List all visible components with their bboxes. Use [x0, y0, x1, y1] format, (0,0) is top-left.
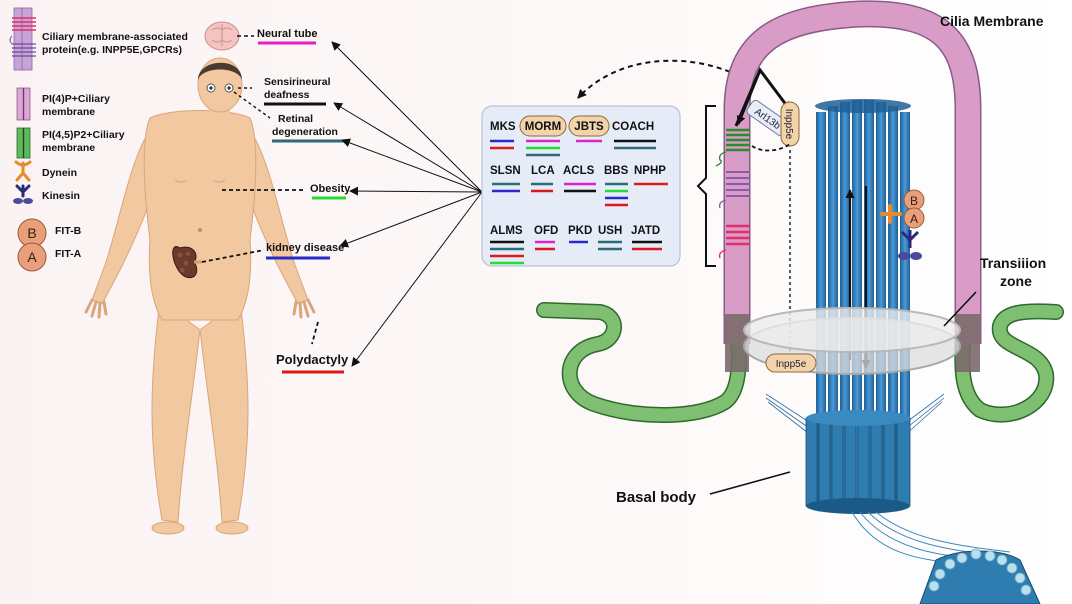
label-basal-body: Basal body: [616, 489, 697, 506]
purple-membrane-protein: [718, 171, 750, 209]
disease-nphp: NPHP: [634, 165, 666, 177]
ciliopathy-box: MKS MORM JBTS COACH SLSN LCA ACLS BBS NP…: [481, 105, 681, 267]
pi4p-membrane-icon: [16, 87, 31, 121]
fit-b-badge-label: B: [27, 225, 36, 241]
label-retinal-line1: Retinal: [278, 113, 313, 125]
label-kidney-disease: kidney disease: [266, 242, 344, 254]
label-sensorineural-line2: deafness: [264, 89, 310, 101]
disease-lca: LCA: [531, 165, 555, 177]
basal-body: [805, 410, 911, 514]
green-membrane-protein: [715, 128, 750, 167]
disease-jatd: JATD: [631, 225, 660, 237]
inpp5e-tip-protein: Inpp5e: [780, 101, 800, 147]
disease-acls: ACLS: [563, 165, 595, 177]
legend-pi4p-line1: PI(4)P+Ciliary: [42, 93, 110, 105]
daughter-centriole: [919, 548, 1041, 604]
fit-a-badge-label: A: [27, 249, 37, 265]
legend-fit-a: FIT-A: [55, 248, 82, 260]
condition-labels: Neural tube Sensirineural deafness Retin…: [201, 28, 351, 374]
disease-coach: COACH: [612, 121, 654, 133]
disease-pkd: PKD: [568, 225, 592, 237]
legend-pi4p-line2: membrane: [42, 106, 95, 118]
human-body-figure: [84, 21, 316, 535]
disease-alms: ALMS: [490, 225, 523, 237]
legend-pi45p2-line1: PI(4,5)P2+Ciliary: [42, 129, 125, 141]
ift-a-badge: A: [910, 212, 918, 226]
disease-ofd: OFD: [534, 225, 558, 237]
label-obesity: Obesity: [310, 183, 351, 195]
membrane-brace: [696, 105, 716, 267]
disease-ush: USH: [598, 225, 622, 237]
disease-slsn: SLSN: [490, 165, 521, 177]
disease-mks: MKS: [490, 121, 516, 133]
ciliary-protein-icon: [9, 7, 36, 71]
fit-a-icon: A: [17, 242, 47, 272]
legend: Ciliary membrane-associated protein(e.g.…: [9, 7, 188, 272]
kinesin-icon: [13, 184, 33, 204]
label-neural-tube: Neural tube: [257, 28, 318, 40]
disease-bbs: BBS: [604, 165, 629, 177]
label-retinal-line2: degeneration: [272, 126, 338, 138]
brain-icon: [204, 21, 240, 51]
axoneme: [815, 99, 911, 422]
disease-arrows: [331, 41, 483, 367]
inpp5e-tip-label: Inpp5e: [783, 109, 794, 140]
legend-pi45p2-line2: membrane: [42, 142, 95, 154]
legend-kinesin: Kinesin: [42, 190, 80, 202]
dynein-icon: [14, 160, 32, 182]
cilium-diagram: Arl13b Inpp5e B A: [536, 0, 1064, 604]
label-sensorineural-line1: Sensirineural: [264, 76, 331, 88]
ift-motor-complex: B A: [880, 189, 925, 260]
legend-ciliary-protein-line1: Ciliary membrane-associated: [42, 31, 188, 43]
legend-fit-b: FIT-B: [55, 225, 82, 237]
inpp5e-tz-label: Inpp5e: [776, 359, 807, 370]
label-cilia-membrane: Cilia Membrane: [940, 13, 1044, 29]
pi45p2-membrane-icon: [16, 127, 31, 159]
red-membrane-protein: [718, 224, 750, 259]
label-transition-line2: zone: [1000, 273, 1032, 289]
transition-zone-disc: [743, 307, 961, 375]
ift-b-badge: B: [910, 194, 918, 208]
kidney-icon: [172, 246, 202, 278]
disease-jbts: JBTS: [574, 121, 604, 133]
label-transition-line1: Transiiion: [980, 255, 1046, 271]
legend-dynein: Dynein: [42, 167, 77, 179]
disease-morm: MORM: [525, 121, 561, 133]
label-polydactyly: Polydactyly: [276, 352, 349, 367]
legend-ciliary-protein-line2: protein(e.g. INPP5E,GPCRs): [42, 44, 182, 56]
inpp5e-tz-protein: Inpp5e: [765, 353, 817, 373]
